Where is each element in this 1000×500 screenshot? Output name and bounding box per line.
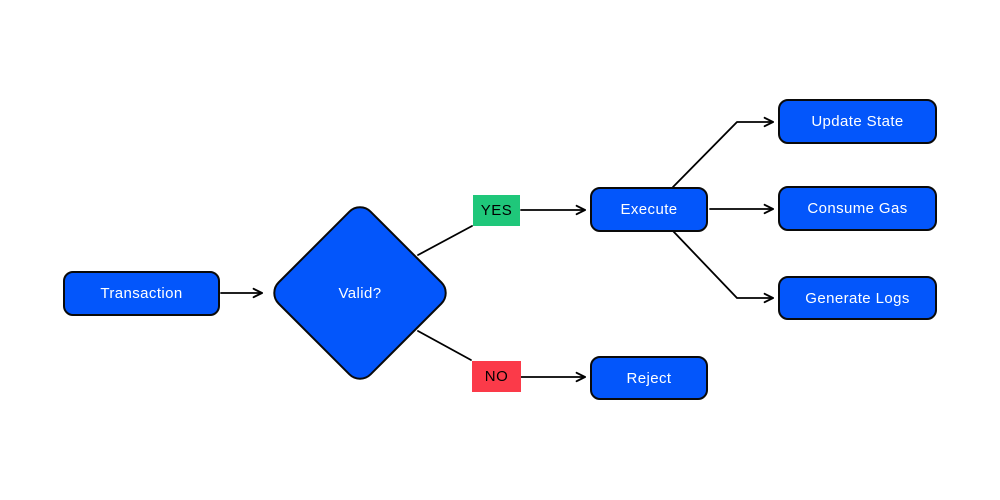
connector-execute-to-generate-logs xyxy=(672,230,774,304)
connector-execute-to-update-state xyxy=(672,116,774,188)
node-execute: Execute xyxy=(590,187,708,232)
node-consume-gas: Consume Gas xyxy=(778,186,937,231)
node-transaction: Transaction xyxy=(63,271,220,316)
node-update-state-label: Update State xyxy=(811,113,904,130)
node-generate-logs-label: Generate Logs xyxy=(805,289,910,307)
edge-label-no: NO xyxy=(472,361,521,392)
node-transaction-label: Transaction xyxy=(100,285,183,302)
node-generate-logs: Generate Logs xyxy=(778,276,937,320)
connector-valid-to-no-label xyxy=(417,330,472,361)
node-valid-decision: Valid? xyxy=(266,199,454,387)
node-consume-gas-label: Consume Gas xyxy=(807,200,908,217)
edge-label-yes: YES xyxy=(473,195,520,226)
node-valid-label: Valid? xyxy=(338,284,382,302)
node-reject: Reject xyxy=(590,356,708,400)
connector-valid-to-yes-label xyxy=(417,225,473,256)
node-update-state: Update State xyxy=(778,99,937,144)
node-execute-label: Execute xyxy=(620,201,678,218)
node-reject-label: Reject xyxy=(626,369,672,387)
edge-label-no-text: NO xyxy=(484,368,509,385)
edge-label-yes-text: YES xyxy=(480,202,513,219)
